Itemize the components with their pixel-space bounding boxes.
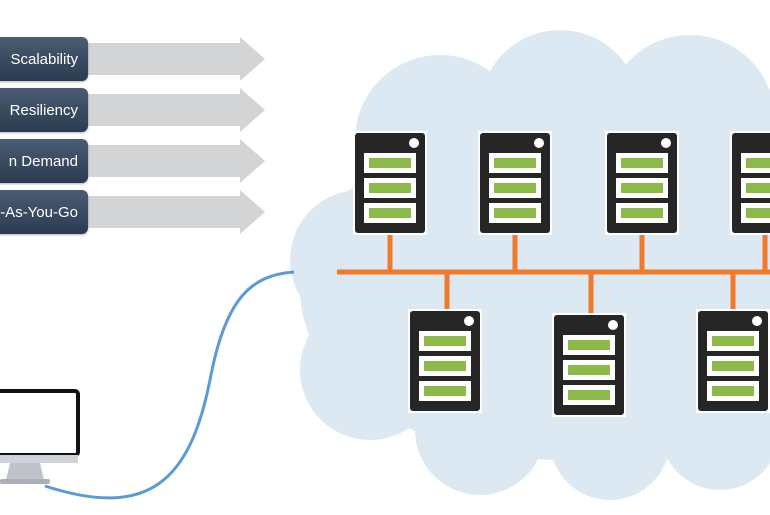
server-icon	[552, 313, 626, 417]
monitor-icon	[0, 389, 80, 484]
server-led	[621, 183, 663, 193]
server-icon	[353, 131, 427, 235]
server-icon	[730, 131, 770, 235]
network-cable	[44, 270, 295, 500]
server-led	[568, 340, 610, 350]
servers	[353, 131, 770, 417]
server-icon	[478, 131, 552, 235]
network-bus	[337, 233, 770, 315]
benefit-arrows	[88, 37, 265, 234]
arrow	[88, 37, 265, 81]
server-led	[369, 208, 411, 218]
benefit-label-scalability: Scalability	[0, 37, 88, 81]
arrow	[88, 190, 265, 234]
server-led	[621, 208, 663, 218]
server-led	[621, 158, 663, 168]
cloud-shape	[290, 30, 770, 500]
server-led	[746, 183, 770, 193]
benefit-label-on-demand: n Demand	[0, 139, 88, 183]
server-led	[568, 365, 610, 375]
server-led	[712, 386, 754, 396]
server-led	[369, 183, 411, 193]
server-icon	[696, 309, 770, 413]
server-led	[494, 158, 536, 168]
arrow	[88, 88, 265, 132]
server-led	[424, 386, 466, 396]
server-led	[494, 208, 536, 218]
server-led	[712, 361, 754, 371]
benefit-label-pay-as-you-go: y-As-You-Go	[0, 190, 88, 234]
server-led	[746, 158, 770, 168]
arrow	[88, 139, 265, 183]
server-icon	[408, 309, 482, 413]
server-led	[369, 158, 411, 168]
server-led	[424, 361, 466, 371]
server-led	[424, 336, 466, 346]
server-led	[494, 183, 536, 193]
server-led	[712, 336, 754, 346]
server-led	[568, 390, 610, 400]
benefit-label-resiliency: Resiliency	[0, 88, 88, 132]
server-led	[746, 208, 770, 218]
server-icon	[605, 131, 679, 235]
